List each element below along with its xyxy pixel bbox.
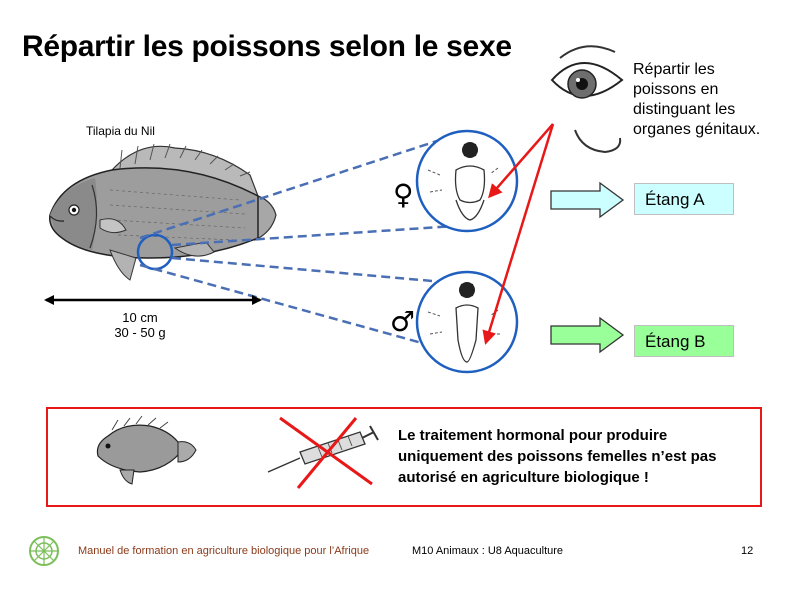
male-genital-closeup [415,270,519,374]
female-genital-closeup [415,129,519,233]
page-number: 12 [741,545,754,557]
size-length: 10 cm [122,310,158,325]
eye-text-line: organes génitaux. [633,121,761,138]
tilapia-fish-drawing [49,143,277,281]
projection-lines [139,138,456,350]
eye-illustration [550,45,624,154]
footer-module-label: M10 Animaux : U8 Aquaculture [412,545,564,557]
fish-species-label: Tilapia du Nil [86,124,155,138]
fish-size-label: 10 cm 30 - 50 g [100,310,180,340]
eye-text-line: distinguant les [633,101,736,118]
warning-box [46,407,762,507]
warning-text: Le traitement hormonal pour produire uni… [398,427,717,486]
male-symbol: ♂ [390,305,416,338]
eye-instruction-text: Répartir les poissons en distinguant les… [633,60,760,140]
size-weight: 30 - 50 g [114,325,166,340]
eye-text-line: Répartir les [633,61,715,78]
arrow-to-pond-b [550,316,625,354]
arrow-to-pond-a [550,181,625,219]
eye-text-line: poissons en [633,81,719,98]
slide-title: Répartir les poissons selon le sexe [22,30,512,63]
red-pointing-arrows [482,123,555,345]
logo-icon [29,536,59,566]
pond-a-label: Étang A [634,183,734,215]
forbidden-cross-icon [279,416,373,489]
pond-b-label: Étang B [634,325,734,357]
small-fish-drawing [96,415,197,485]
footer-manual-title: Manuel de formation en agriculture biolo… [78,545,370,557]
female-symbol: ♀ [393,178,414,211]
